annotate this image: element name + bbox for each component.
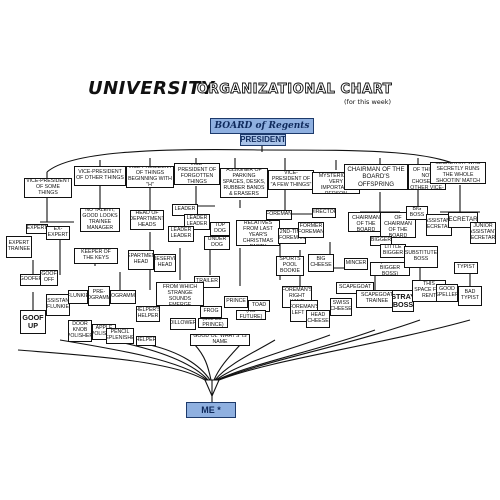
chart-subtitle: ORGANIZATIONAL CHART bbox=[197, 82, 393, 98]
goof-up-box: GOOF UP bbox=[20, 310, 46, 334]
good-ol-box: GOOD OL' WHAT'S 'IS NAME bbox=[190, 334, 250, 346]
chairman-offspring-box: CHAIRMAN OF THE BOARD'S OFFSPRING bbox=[344, 164, 408, 190]
pre-programmer-box: PRE-PROGRAMMER bbox=[88, 286, 110, 306]
head-cheese-box: HEAD CHEESE bbox=[306, 310, 330, 328]
owner-relatives-box: OWNER OF RELATIVES FROM LAST YEAR'S CHRI… bbox=[236, 220, 280, 246]
former-foreman-box: FORMER FOREMAN bbox=[298, 222, 324, 238]
helper-box: HELPER bbox=[136, 336, 156, 346]
big-cheese-box: BIG CHEESE bbox=[308, 254, 334, 272]
hexed-bigger-box: (HEXED BIGGER BOSS) bbox=[370, 262, 410, 276]
president-box: PRESIDENT bbox=[240, 134, 286, 146]
me-box: ME * bbox=[186, 402, 236, 418]
son-chairman-box: SON OF CHAIRMAN OF THE BOARD bbox=[348, 212, 384, 232]
keeper-keys-box: KEEPER OF THE KEYS bbox=[74, 248, 118, 264]
programmer-box: PROGRAMMER bbox=[110, 290, 136, 304]
assistant-flunkie-box: ASSISTANT FLUNKIE bbox=[46, 294, 70, 316]
expert-trainee-box: EXPERT TRAINEE bbox=[6, 236, 32, 258]
director-box: DIRECTOR bbox=[312, 208, 336, 218]
pencil-replenisher-box: PENCIL REPLENISHER bbox=[106, 328, 134, 344]
vp-forgotten-things-box: VICE-PRESIDENT OF FORGOTTEN THINGS bbox=[174, 163, 220, 185]
no-future-box: (NO FUTURE) bbox=[236, 310, 266, 320]
chart-note: (for this week) bbox=[344, 98, 392, 106]
little-bigger-box: LITTLE BIGGER bbox=[380, 244, 406, 258]
dillower-box: DILLOWER bbox=[170, 318, 196, 330]
helpers-helper-box: HELPER'S HELPER bbox=[136, 306, 160, 322]
goof-off-box: GOOF OFF bbox=[40, 270, 58, 286]
head-dept-heads-box: HEAD OF DEPARTMENT HEADS bbox=[130, 210, 164, 230]
leader-leader-2-box: LEADER LEADER bbox=[168, 226, 194, 242]
empty-office-box: EMPTY OFFICE FROM WHICH STRANGE SOUNDS E… bbox=[156, 282, 204, 306]
reserve-head-box: RESERVE HEAD bbox=[154, 254, 176, 272]
junior-assistant-secretary-box: JUNIOR ASSISTANT SECRETARY bbox=[470, 222, 496, 244]
vp-few-things-box: VICE-PRESIDENT OF "A FEW THINGS" bbox=[268, 170, 314, 190]
mincer-box: MINCER bbox=[344, 258, 368, 270]
secretary-runs-box: SECRETARY WHO SECRETLY RUNS THE WHOLE SH… bbox=[430, 162, 486, 184]
swiss-cheese-box: SWISS CHEESE bbox=[330, 298, 352, 316]
door-knob-polisher-box: DOOR KNOB POLISHER bbox=[68, 320, 92, 342]
foreman-box: FOREMAN bbox=[266, 210, 292, 220]
typist-box: TYPIST bbox=[454, 262, 478, 274]
assistant-secretary-box: ASSISTANT SECRETARY bbox=[426, 214, 452, 236]
substitute-boss-box: SUBSTITUTE BOSS bbox=[404, 246, 438, 268]
top-dog-box: TOP DOG bbox=[210, 222, 230, 236]
vp-some-things-box: VICE-PRESIDENT OF SOME THINGS bbox=[24, 178, 72, 198]
vp-things-h-box: VICE-PRESIDENT OF THINGS BEGINNING WITH … bbox=[126, 166, 174, 188]
under-dog-box: UNDER DOG bbox=[204, 236, 230, 250]
stray-boss-box: STRAY BOSS bbox=[392, 290, 414, 312]
ex-expert-box: EX-EXPERT bbox=[46, 226, 70, 240]
board-of-regents-box: BOARD of Regents bbox=[210, 118, 314, 134]
vp-other-things-box: VICE-PRESIDENT OF OTHER THINGS bbox=[74, 166, 126, 186]
department-head-box: DEPARTMENT HEAD bbox=[128, 250, 154, 270]
swamp-prince-box: (SWAMP PRINCE) bbox=[198, 318, 228, 328]
good-speller-box: GOOD SPELLER bbox=[436, 284, 458, 302]
frog-box: FROG bbox=[200, 306, 222, 318]
sports-pool-box: SPORTS POOL BOOKIE bbox=[276, 256, 304, 276]
goofer-box: GOOFER bbox=[20, 274, 42, 286]
prince-box: PRINCE bbox=[224, 296, 248, 308]
bad-typist-box: BAD TYPIST bbox=[458, 286, 482, 306]
chart-title: UNIVERSITY bbox=[88, 78, 215, 99]
big-boss-box: BIG BOSS bbox=[406, 206, 428, 220]
expert-box: EXPERT bbox=[26, 224, 48, 234]
assigner-parking-box: ASSIGNER OF PARKING SPACES, DESKS, RUBBE… bbox=[220, 168, 268, 198]
flunkie-box: FLUNKIE bbox=[68, 290, 88, 304]
no-talent-box: NO TALENT, GOOD LOOKS TRAINEE MANAGER bbox=[80, 208, 120, 232]
